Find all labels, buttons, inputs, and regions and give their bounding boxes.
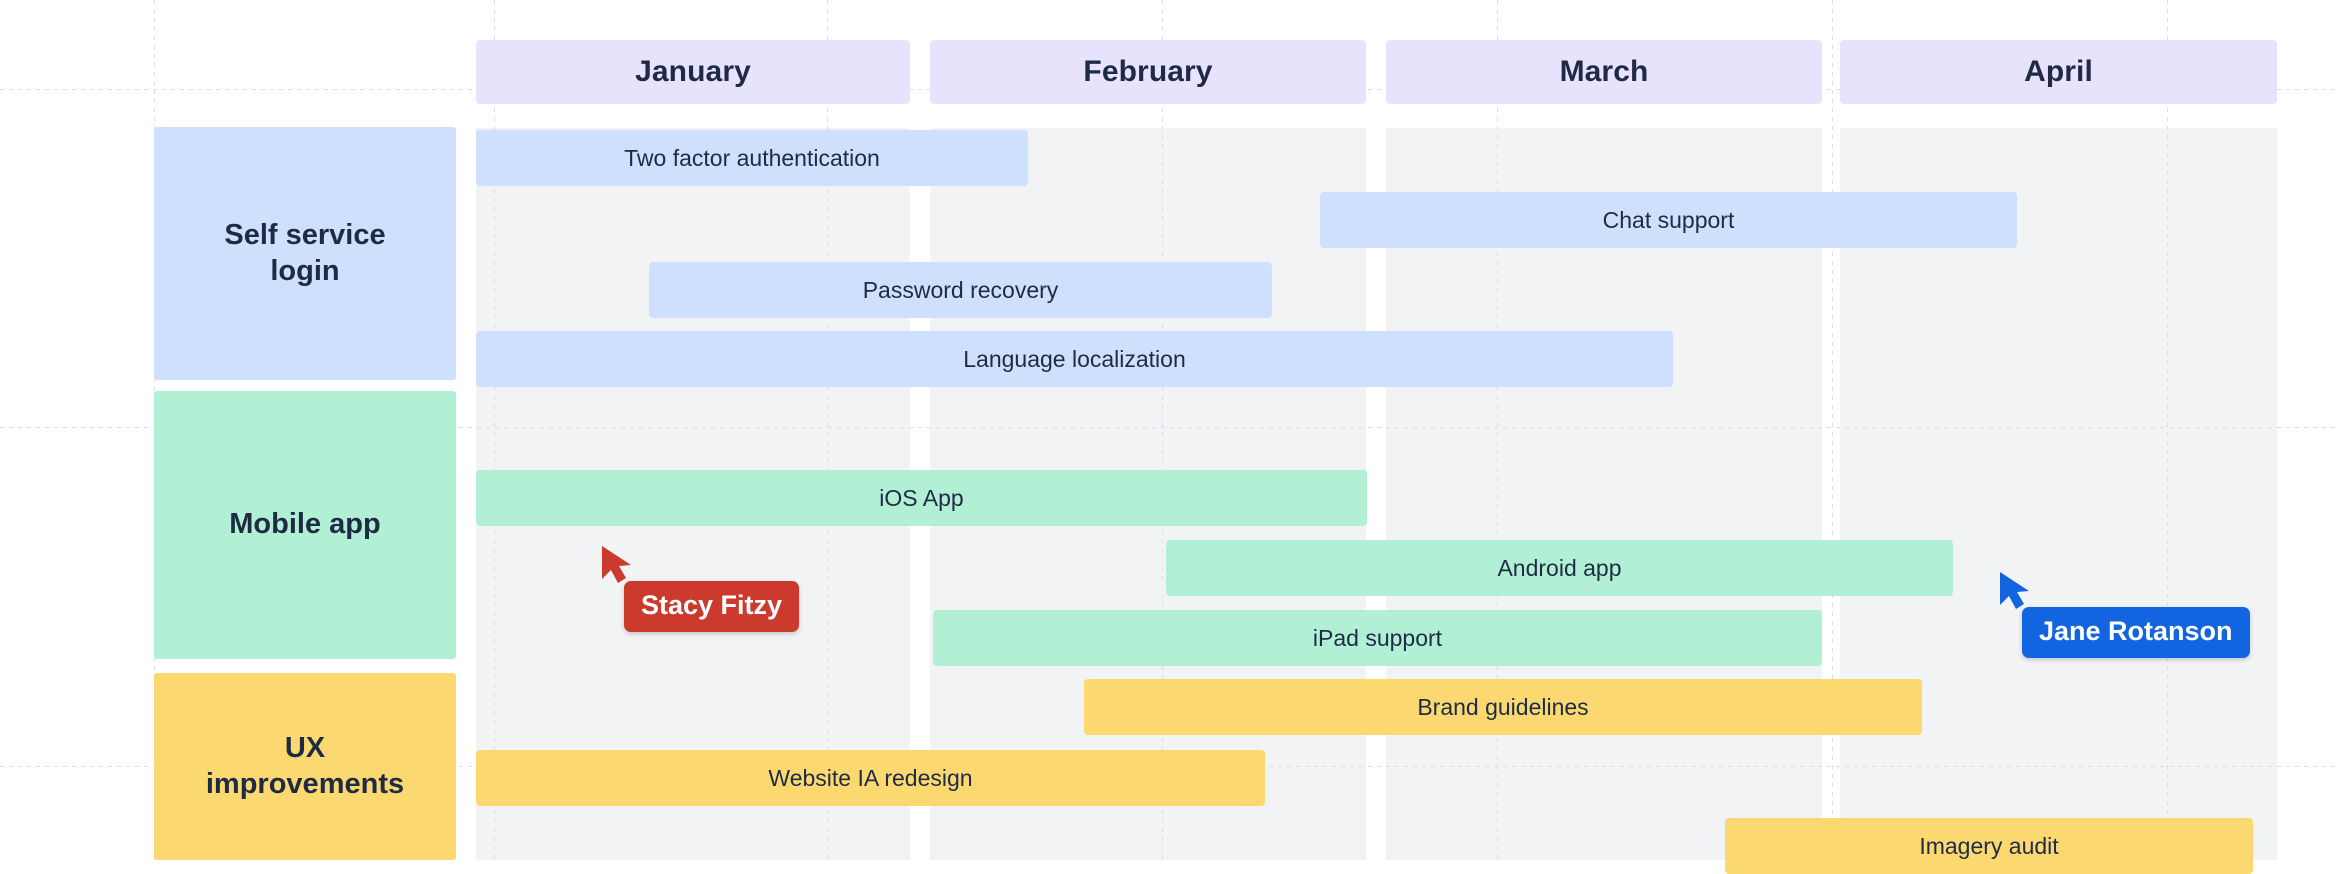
task-bar-label: iPad support — [1312, 624, 1443, 651]
cursor-pointer-icon — [2000, 572, 2029, 609]
month-header-label: March — [1559, 55, 1649, 88]
collaborator-name-badge: Stacy Fitzy — [624, 581, 800, 632]
task-bar-label: Password recovery — [862, 276, 1059, 303]
task-bar[interactable]: Language localization — [476, 331, 1673, 387]
month-header-march[interactable]: March — [1386, 40, 1822, 104]
month-column-body-april — [1840, 128, 2277, 860]
task-bar[interactable]: Chat support — [1320, 192, 2017, 248]
collaborator-name-badge: Jane Rotanson — [2022, 607, 2250, 658]
month-column-body-march — [1386, 128, 1822, 860]
swimlane-label-text: UX improvements — [205, 732, 405, 800]
task-bar-label: Brand guidelines — [1417, 693, 1589, 720]
task-bar-label: Website IA redesign — [768, 764, 973, 791]
month-header-april[interactable]: April — [1840, 40, 2277, 104]
month-header-label: February — [1083, 55, 1213, 88]
task-bar[interactable]: Android app — [1166, 540, 1953, 596]
task-bar-label: Language localization — [963, 345, 1186, 372]
task-bar[interactable]: Two factor authentication — [476, 130, 1028, 186]
month-header-january[interactable]: January — [476, 40, 910, 104]
cursor-pointer-icon — [602, 546, 631, 583]
task-bar[interactable]: iPad support — [933, 610, 1822, 666]
swimlane-label-block[interactable]: Self service login — [154, 127, 456, 380]
swimlane-label-block[interactable]: Mobile app — [154, 391, 456, 659]
task-bar[interactable]: Website IA redesign — [476, 750, 1265, 806]
task-bar-label: iOS App — [879, 484, 964, 511]
task-bar-label: Two factor authentication — [624, 144, 880, 171]
swimlane-label-text: Self service login — [224, 219, 386, 287]
task-bar-label: Chat support — [1602, 206, 1735, 233]
month-header-label: April — [2024, 55, 2093, 88]
swimlane-label-block[interactable]: UX improvements — [154, 673, 456, 860]
month-header-label: January — [635, 55, 751, 88]
task-bar-label: Imagery audit — [1919, 832, 2059, 859]
task-bar-label: Android app — [1497, 554, 1622, 581]
task-bar[interactable]: Password recovery — [649, 262, 1272, 318]
task-bar[interactable]: Brand guidelines — [1084, 679, 1922, 735]
month-header-february[interactable]: February — [930, 40, 1366, 104]
swimlane-label-text: Mobile app — [229, 508, 381, 541]
task-bar[interactable]: Imagery audit — [1725, 818, 2253, 874]
task-bar[interactable]: iOS App — [476, 470, 1367, 526]
